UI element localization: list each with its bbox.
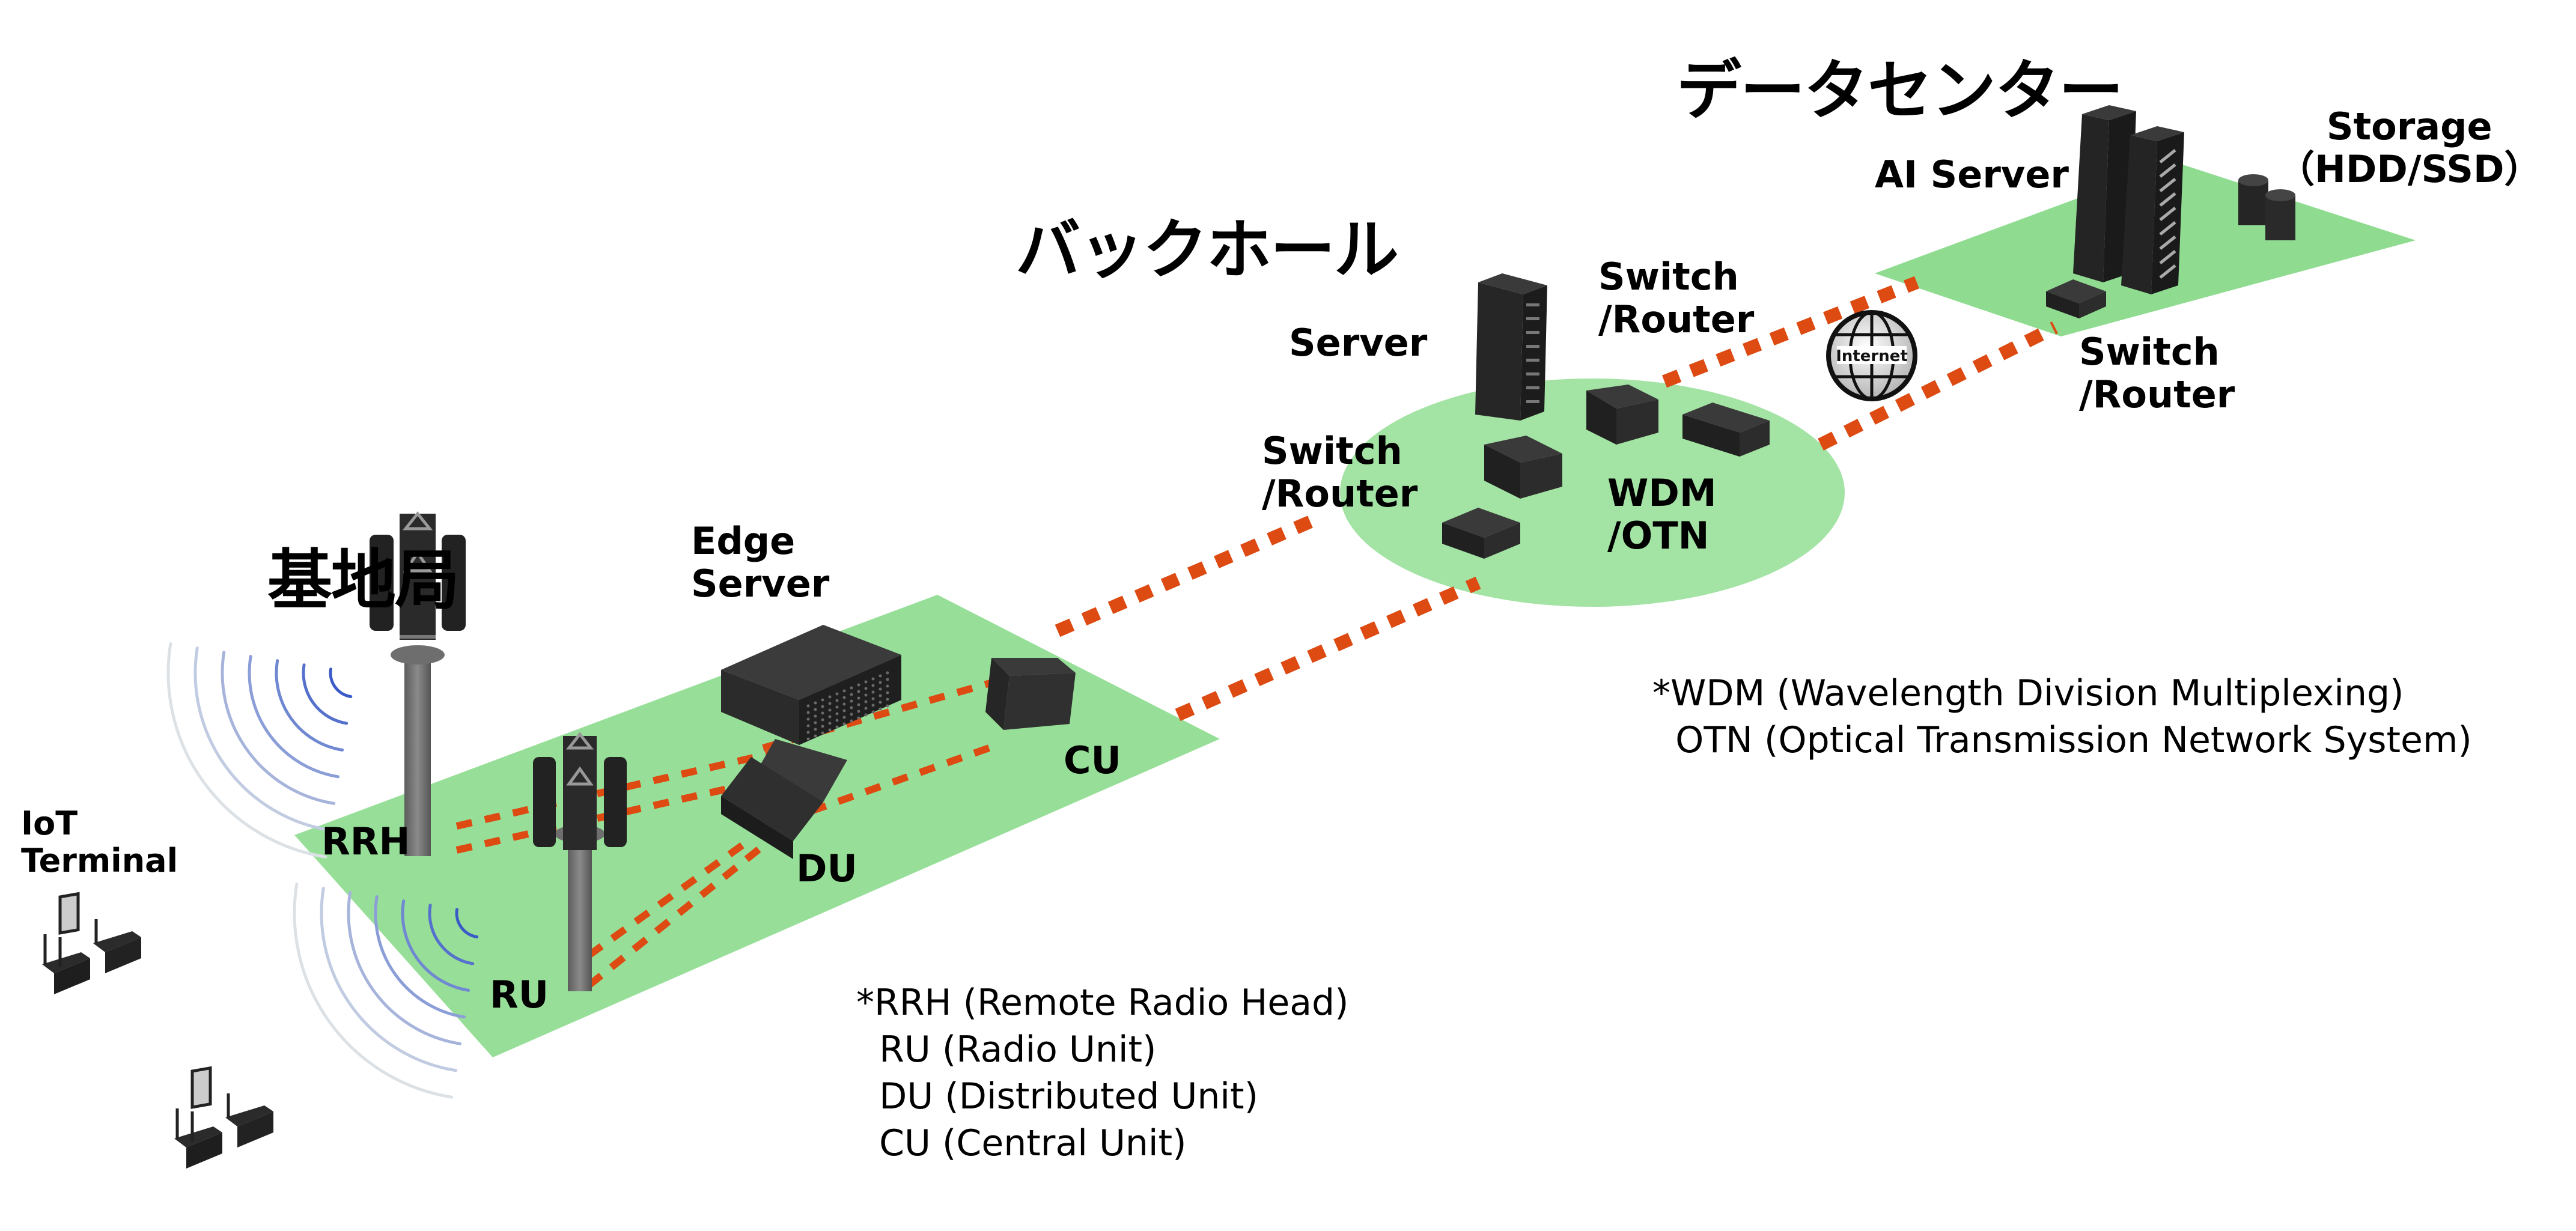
svg-text:Internet: Internet (1836, 347, 1908, 365)
switch-router-icon (1484, 436, 1562, 499)
label-switch-router-top: Switch /Router (1598, 255, 1755, 342)
section-title-backhaul: バックホール (1015, 213, 1399, 288)
radio-wave-icon (293, 883, 479, 1099)
radio-wave-arc (320, 887, 458, 1072)
link-rrh-du-2 (455, 774, 776, 854)
label-iot-terminal: IoT Terminal (21, 804, 178, 880)
radio-wave-arc (293, 883, 454, 1099)
storage-disk-icon (2238, 174, 2295, 240)
radio-wave-arc (248, 655, 340, 779)
rack-server-icon (1475, 273, 1547, 421)
edge-server-icon (721, 625, 901, 745)
radio-wave-arc (166, 642, 327, 859)
label-storage: Storage （HDD/SSD） (2277, 105, 2542, 192)
internet-globe-icon: Internet (1826, 310, 1917, 401)
wdm-box-icon (1682, 403, 1770, 457)
radio-wave-arc (193, 646, 332, 832)
label-switch-router-dc: Switch /Router (2079, 330, 2235, 417)
link-rrh-du-1 (455, 750, 770, 830)
radio-wave-arc (221, 651, 336, 805)
link-backhaul-dc-lower (1818, 321, 2058, 451)
switch-router-icon (1586, 384, 1658, 445)
glossary-transport: *WDM (Wavelength Division Multiplexing) … (1652, 672, 2472, 761)
section-title-data-center: データセンター (1676, 53, 2124, 129)
radio-wave-icon (166, 642, 353, 859)
radio-wave-arc (401, 899, 470, 992)
cell-tower-icon (370, 511, 466, 856)
label-wdm-otn: WDM /OTN (1607, 471, 1717, 558)
label-ru: RU (490, 973, 549, 1017)
label-edge-server: Edge Server (691, 519, 830, 606)
radio-wave-arc (302, 663, 349, 725)
link-ru-du-1 (586, 838, 751, 958)
section-title-base-station: 基地局 (267, 543, 460, 618)
iot-terminal-icon (42, 892, 141, 994)
label-switch-router-left: Switch /Router (1262, 429, 1418, 516)
iot-terminal-icon (174, 1066, 273, 1169)
label-du: DU (796, 847, 857, 890)
switch-router-icon (2046, 279, 2106, 318)
radio-wave-arc (329, 667, 353, 699)
link-cu-backhaul-lower (1175, 576, 1481, 722)
backhaul-links (1055, 276, 2058, 722)
cell-tower-icon (533, 731, 627, 991)
wdm-box-icon (1442, 508, 1520, 559)
label-cu: CU (1064, 738, 1121, 782)
link-du-cu-lower (809, 741, 999, 815)
radio-wave-arc (347, 891, 462, 1045)
glossary-ran: *RRH (Remote Radio Head) RU (Radio Unit)… (856, 982, 1349, 1164)
radio-wave-arc (275, 659, 344, 752)
radio-wave-arc (455, 908, 479, 939)
radio-wave-arc (374, 895, 466, 1019)
cu-box-icon (985, 658, 1076, 730)
link-ru-du-2 (586, 838, 772, 988)
du-box-icon (721, 739, 847, 859)
ai-server-rack-icon (2121, 126, 2184, 294)
radio-wave-arc (428, 904, 475, 965)
label-rrh: RRH (321, 819, 410, 863)
label-server: Server (1289, 321, 1428, 365)
label-ai-server: AI Server (1875, 153, 2069, 196)
link-cu-backhaul-upper (1055, 510, 1325, 637)
